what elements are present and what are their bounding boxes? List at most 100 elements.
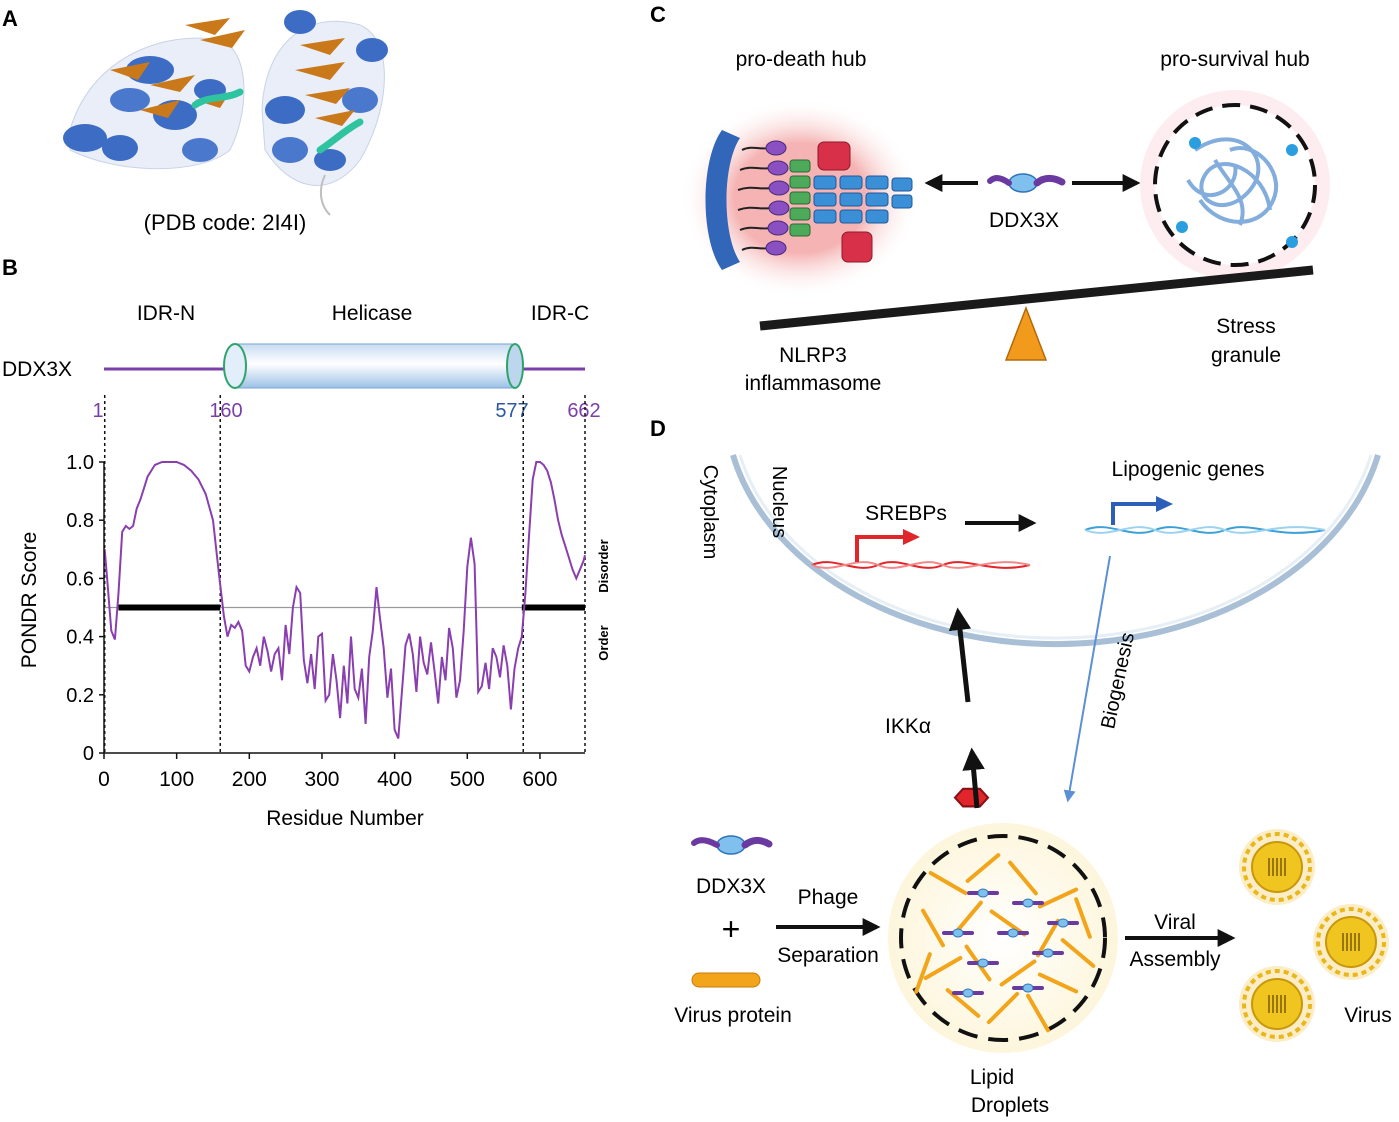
- order-side-label: Order: [596, 625, 611, 660]
- y-tick-label: 0: [83, 743, 94, 765]
- nlrp3-label: NLRP3: [779, 344, 847, 367]
- nucleus-label: Nucleus: [768, 466, 790, 538]
- protein-structure-left: [63, 18, 245, 170]
- srebps-label: SREBPs: [865, 502, 947, 525]
- virus-particle-icon: [1313, 904, 1389, 980]
- pondr-series-line: [103, 461, 586, 739]
- ddx3x-droplet-molecule: [967, 888, 999, 898]
- virus-protein-rod: [986, 991, 1020, 1025]
- stress-granule-graphic: [1140, 90, 1330, 280]
- virus-protein-icon: [691, 972, 761, 988]
- virus-protein-rod: [999, 959, 1037, 987]
- pro-death-hub-label: pro-death hub: [736, 48, 867, 71]
- droplets-label: Droplets: [971, 1094, 1049, 1117]
- x-tick-label: 600: [522, 768, 557, 791]
- separation-label: Separation: [777, 944, 879, 967]
- ddx3x-small-icon: [691, 835, 773, 855]
- stress-label: Stress: [1216, 315, 1276, 338]
- virus-particle-icon: [1239, 829, 1315, 905]
- ddx3x-center-label: DDX3X: [989, 209, 1059, 232]
- y-tick-label: 0.6: [66, 568, 94, 590]
- plus-sign: +: [722, 911, 741, 947]
- ddx3x-left-label: DDX3X: [696, 875, 766, 898]
- virus-protein-rod: [1060, 938, 1096, 968]
- lipogenic-genes-label: Lipogenic genes: [1112, 458, 1265, 481]
- panel-c-letter: C: [650, 2, 666, 27]
- y-tick-label: 0.2: [66, 685, 94, 707]
- ddx3x-droplet-molecule: [967, 958, 999, 968]
- chart-guides: [103, 395, 586, 753]
- biogenesis-arrow: [1063, 555, 1111, 803]
- ddx3x-droplet-molecule: [942, 928, 974, 938]
- ikka-hexagon-icon: [953, 787, 990, 808]
- ddx3x-droplet-molecule: [1012, 983, 1044, 993]
- x-axis-title: Residue Number: [266, 807, 424, 830]
- virus-protein-rod: [914, 952, 932, 994]
- virus-protein-rod: [923, 956, 963, 980]
- biogenesis-label: Biogenesis: [1097, 631, 1139, 731]
- virus-protein-rod: [1026, 993, 1050, 1033]
- virus-label: Virus: [1344, 1004, 1391, 1027]
- helicase-cylinder: [234, 343, 516, 389]
- phage-label: Phage: [798, 886, 859, 909]
- x-tick-label: 400: [377, 768, 412, 791]
- srebps-dna-icon: [811, 529, 1031, 569]
- virus-protein-label: Virus protein: [674, 1004, 792, 1027]
- domain-bar: [104, 343, 585, 389]
- ikka-to-nucleus-arrow: [948, 607, 972, 703]
- ikka-label: IKKα: [885, 715, 931, 738]
- x-tick-label: 500: [450, 768, 485, 791]
- virus-protein-rod: [1037, 972, 1079, 994]
- y-tick-label: 0.4: [66, 627, 94, 649]
- ddx3x-droplet-molecule: [1032, 948, 1064, 958]
- ddx3x-molecule-icon: [987, 173, 1066, 193]
- nucleus-membrane: [730, 454, 1381, 648]
- x-tick-label: 300: [304, 768, 339, 791]
- virus-protein-rod: [1074, 897, 1092, 939]
- panel-b: B IDR-N Helicase IDR-C DDX3X 1 160 577 6…: [2, 255, 611, 830]
- virus-protein-rod: [953, 900, 983, 936]
- boundary-label-1: 1: [92, 400, 103, 422]
- cytoplasm-label: Cytoplasm: [699, 465, 721, 559]
- panel-d-letter: D: [650, 416, 666, 441]
- pro-survival-hub-label: pro-survival hub: [1160, 48, 1309, 71]
- boundary-label-160: 160: [209, 400, 242, 422]
- panel-d: D Cytoplasm Nucleus SREBPs Lipogenic gen…: [650, 416, 1392, 1117]
- virus-protein-rod: [1036, 918, 1060, 958]
- virus-protein-rod: [1008, 860, 1038, 896]
- boundary-label-577: 577: [495, 400, 528, 422]
- nlrp3-inflammasome-graphic: [680, 98, 920, 298]
- seesaw-fulcrum: [1004, 305, 1048, 361]
- ddx3x-droplet-molecule: [1047, 918, 1079, 928]
- x-tick-label: 100: [159, 768, 194, 791]
- domain-label-helicase: Helicase: [332, 302, 413, 325]
- x-tick-label: 200: [232, 768, 267, 791]
- y-axis-title: PONDR Score: [18, 532, 41, 669]
- panel-c: C pro-death hub pro-survival hub: [650, 2, 1330, 395]
- virus-protein-rod: [921, 908, 945, 948]
- ddx3x-droplet-molecule: [1012, 898, 1044, 908]
- virus-protein-rod: [928, 871, 968, 895]
- viral-label: Viral: [1154, 911, 1196, 934]
- seesaw-beam: [759, 265, 1314, 331]
- lipid-droplet-graphic: [888, 823, 1118, 1053]
- lipid-label: Lipid: [970, 1066, 1014, 1089]
- protein-structure-right: [261, 10, 388, 216]
- panel-a-letter: A: [2, 6, 18, 31]
- protein-name-label: DDX3X: [2, 358, 72, 381]
- boundary-label-662: 662: [567, 400, 600, 422]
- virus-particle-icon: [1239, 966, 1315, 1042]
- y-tick-label: 0.8: [66, 510, 94, 532]
- droplet-to-ikka-arrow: [962, 747, 985, 809]
- y-tick-label: 1.0: [66, 452, 94, 474]
- pondr-chart: 0 100 200 300 400 500 600 0 0.2 0.4 0.6 0.8 1.0 Res…: [18, 395, 611, 830]
- panel-b-letter: B: [2, 255, 18, 280]
- panel-a: A: [2, 6, 388, 235]
- pdb-caption: (PDB code: 2I4I): [144, 210, 307, 235]
- x-tick-label: 0: [98, 768, 110, 791]
- granule-label: granule: [1211, 344, 1281, 367]
- virus-protein-rod: [965, 853, 1001, 883]
- disorder-side-label: Disorder: [596, 539, 611, 592]
- inflammasome-label: inflammasome: [745, 372, 882, 395]
- domain-label-idr-n: IDR-N: [137, 302, 195, 325]
